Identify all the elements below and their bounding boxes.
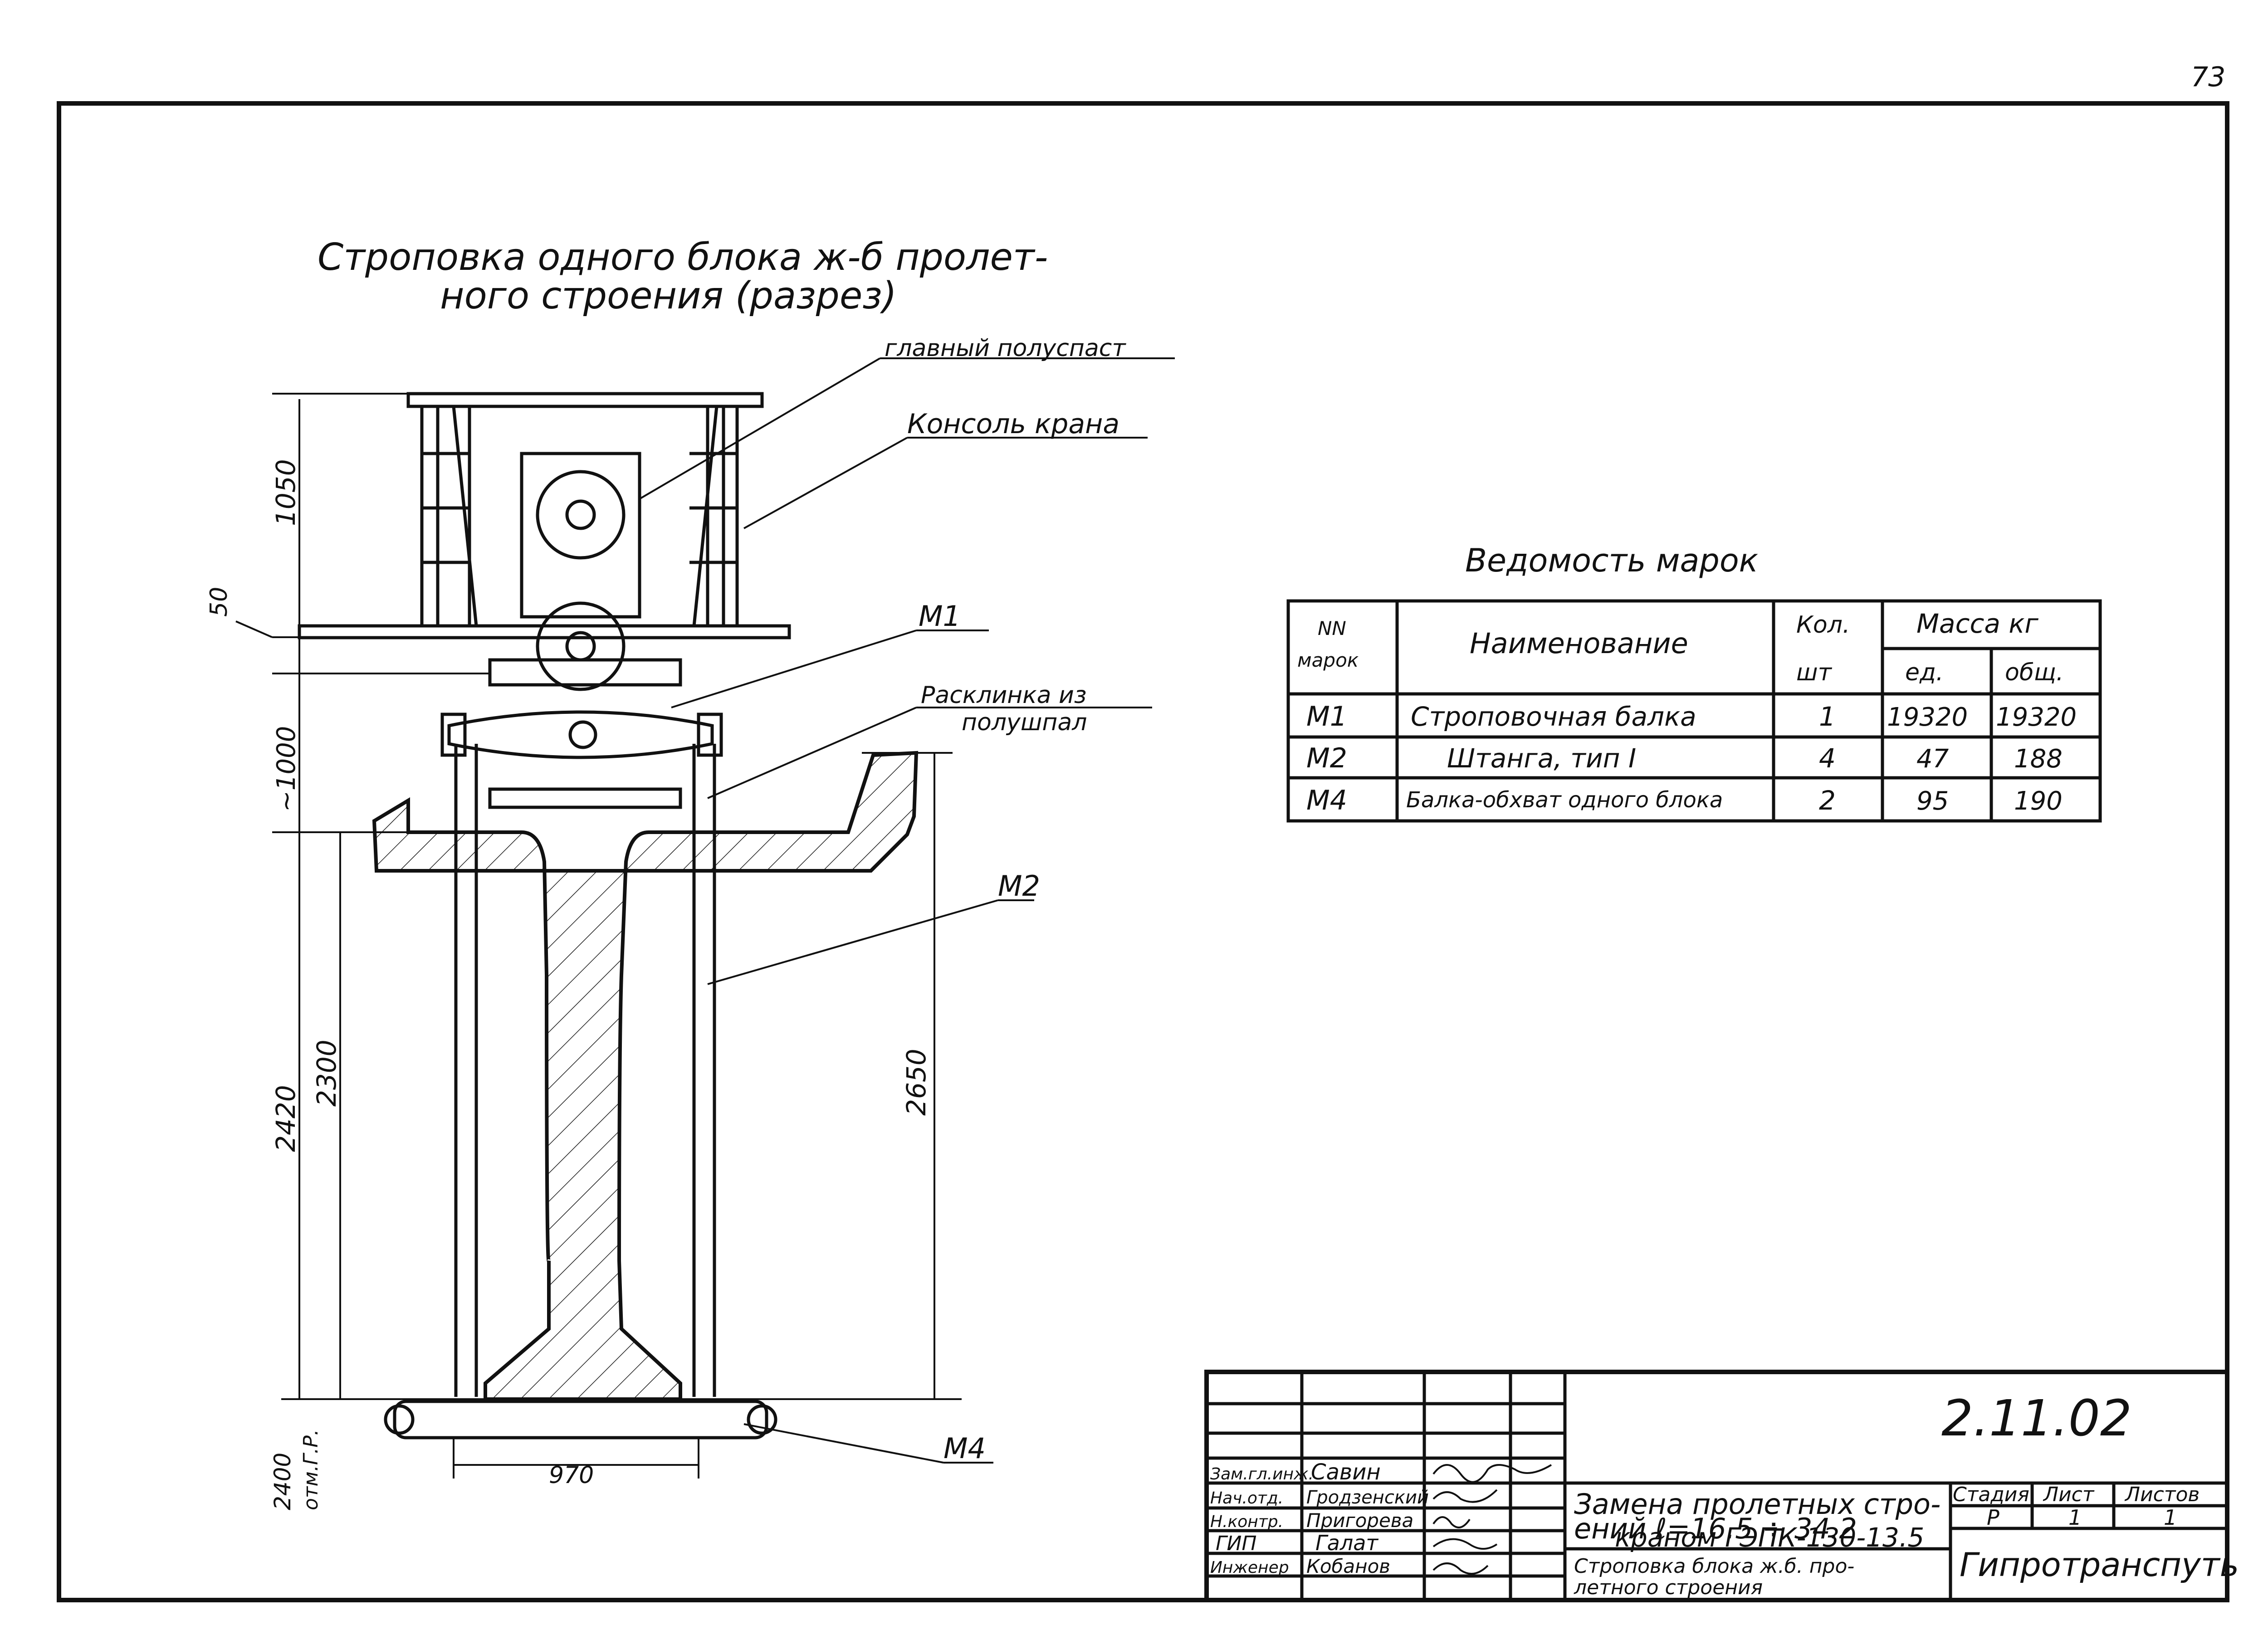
lifting-beam-pin bbox=[568, 720, 597, 749]
upper-pulley-hub bbox=[565, 499, 596, 530]
beam-end-left bbox=[440, 712, 467, 757]
stage-value: Р bbox=[1987, 1505, 1999, 1530]
role-1: Зам.гл.инж. bbox=[1210, 1465, 1314, 1483]
th-qty: Кол. bbox=[1796, 611, 1850, 639]
upper-pulley bbox=[536, 470, 626, 560]
title-block bbox=[1204, 1370, 2229, 1602]
console-bottom-plate bbox=[298, 624, 791, 639]
row2-name: Штанга, тип I bbox=[1447, 743, 1636, 774]
th-qty2: шт bbox=[1796, 659, 1833, 686]
dim-1000: ~1000 bbox=[272, 726, 301, 812]
cross-beam-m4 bbox=[393, 1400, 768, 1440]
label-m2: М2 bbox=[998, 869, 1040, 903]
sheet-label: Лист bbox=[2043, 1483, 2095, 1506]
sheet-value: 1 bbox=[2068, 1505, 2082, 1530]
row1-unit: 19320 bbox=[1887, 703, 1968, 732]
m4-end-right bbox=[747, 1404, 777, 1435]
dim-2400-note: отм.Г.Р. bbox=[299, 1429, 323, 1510]
console-right-frame bbox=[689, 406, 739, 626]
row3-name: Балка-обхват одного блока bbox=[1406, 787, 1723, 813]
label-wedging2: полушпал bbox=[962, 709, 1087, 736]
th-mass: Масса кг bbox=[1916, 608, 2038, 639]
row3-unit: 95 bbox=[1916, 786, 1949, 816]
name-5: Кобанов bbox=[1306, 1555, 1390, 1577]
row1-qty: 1 bbox=[1819, 701, 1836, 732]
marks-table bbox=[1286, 599, 2102, 823]
label-m1: М1 bbox=[919, 600, 961, 633]
project-line2: ений ℓ=16.5 ÷ 34.2 bbox=[1574, 1512, 1857, 1545]
th-name: Наименование bbox=[1470, 627, 1688, 660]
th-no2: марок bbox=[1297, 649, 1359, 671]
console-top-plate bbox=[406, 392, 764, 408]
girder-section bbox=[372, 751, 919, 1401]
dim-970: 970 bbox=[549, 1462, 594, 1489]
dim-2650: 2650 bbox=[901, 1049, 932, 1116]
pulley-bracket bbox=[488, 658, 682, 687]
organization: Гипротранспуть bbox=[1960, 1546, 2239, 1584]
row1-mark: М1 bbox=[1306, 701, 1347, 732]
sheet-title1: Строповка блока ж.б. про- bbox=[1574, 1555, 1854, 1578]
dimension-lines bbox=[235, 393, 953, 1479]
dim-2300: 2300 bbox=[311, 1039, 342, 1107]
label-m4: М4 bbox=[943, 1432, 986, 1465]
name-1: Савин bbox=[1311, 1459, 1381, 1485]
row3-qty: 2 bbox=[1819, 785, 1836, 816]
th-total: общ. bbox=[2005, 659, 2063, 686]
name-3: Пригорева bbox=[1306, 1509, 1413, 1532]
name-4: Галат bbox=[1315, 1531, 1378, 1555]
rods-m2 bbox=[454, 744, 716, 1397]
drawing-title-line1: Строповка одного блока ж-б пролет- bbox=[318, 236, 1048, 279]
dim-2420: 2420 bbox=[270, 1085, 301, 1152]
role-2: Нач.отд. bbox=[1210, 1489, 1283, 1508]
dim-2400: 2400 bbox=[269, 1453, 296, 1510]
row2-mark: М2 bbox=[1306, 742, 1347, 774]
sheets-label: Листов bbox=[2124, 1483, 2200, 1506]
sheet-title2: летного строения bbox=[1574, 1576, 1763, 1599]
dim-50: 50 bbox=[205, 587, 233, 617]
console-left-frame bbox=[420, 406, 478, 626]
row3-mark: М4 bbox=[1306, 785, 1347, 816]
m4-end-left bbox=[384, 1404, 415, 1435]
label-crane-console: Консоль крана bbox=[907, 408, 1119, 440]
lifting-beam-m1 bbox=[447, 710, 714, 759]
row1-name: Строповочная балка bbox=[1411, 701, 1696, 732]
leader-lines bbox=[639, 357, 1175, 1464]
pulley-frame bbox=[520, 452, 641, 619]
row3-total: 190 bbox=[2014, 786, 2063, 816]
th-no: NN bbox=[1318, 617, 1346, 639]
stage-label: Стадия bbox=[1953, 1483, 2029, 1506]
sheets-value: 1 bbox=[2164, 1505, 2177, 1530]
role-3: Н.контр. bbox=[1210, 1513, 1283, 1531]
marks-table-title: Ведомость марок bbox=[1465, 542, 1758, 579]
lower-pulley bbox=[536, 601, 626, 691]
project-line3: краном ГЭПК-130-13.5 bbox=[1615, 1522, 1924, 1553]
dim-1050: 1050 bbox=[270, 459, 301, 526]
drawing-title-line2: ного строения (разрез) bbox=[440, 274, 897, 317]
wedging-sleepers bbox=[488, 787, 682, 809]
row2-qty: 4 bbox=[1819, 743, 1836, 774]
th-unit: ед. bbox=[1905, 659, 1943, 686]
label-main-pulley: главный полуспаст bbox=[885, 335, 1126, 362]
row1-total: 19320 bbox=[1996, 703, 2077, 732]
role-4: ГИП bbox=[1216, 1532, 1257, 1555]
role-5: Инженер bbox=[1210, 1558, 1289, 1577]
beam-end-right bbox=[697, 712, 723, 757]
row2-total: 188 bbox=[2014, 744, 2063, 774]
row2-unit: 47 bbox=[1916, 744, 1949, 774]
name-2: Гродзенский bbox=[1306, 1487, 1429, 1508]
page-number: 73 bbox=[2191, 61, 2225, 93]
doc-code: 2.11.02 bbox=[1941, 1389, 2132, 1447]
section-drawing bbox=[235, 357, 1175, 1479]
label-wedging: Расклинка из bbox=[921, 682, 1087, 709]
sheet-frame bbox=[57, 101, 2229, 1602]
project-line1: Замена пролетных стро- bbox=[1574, 1488, 1941, 1521]
signatures bbox=[1432, 1464, 1552, 1575]
